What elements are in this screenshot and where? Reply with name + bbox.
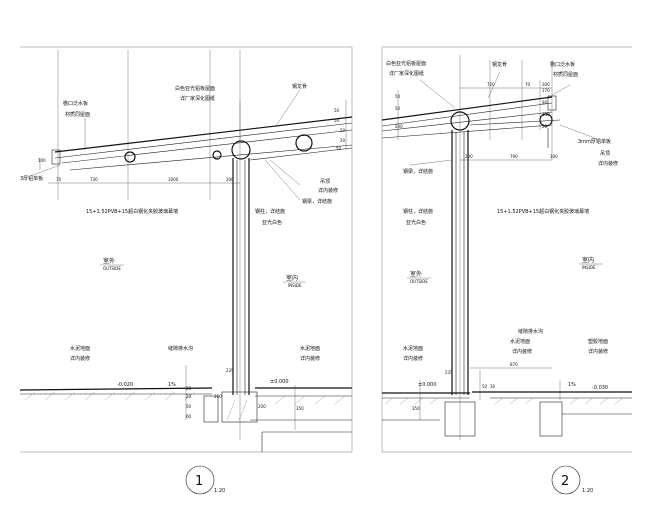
d2-dim-16: 50 [482, 384, 488, 389]
d1-inside-en: INSIDE [288, 283, 302, 288]
d2-floor-left-label: 水泥地面 [403, 345, 423, 352]
d1-aluminum-label: 3厚铝单板 [20, 175, 43, 182]
d1-keel-label: 钢龙骨 [292, 83, 307, 90]
d1-dim-4: 200 [226, 177, 234, 182]
d2-slope: 1% [568, 382, 576, 388]
d1-floor-left-label: 水泥地面 [70, 345, 90, 352]
d1-roof-label: 白色亚光铝板屋面 [175, 85, 215, 92]
d2-dim-2: 300 [542, 82, 550, 87]
d2-fascia-label: 檐口泛水板 [550, 61, 575, 68]
d2-roof-label2: 详厂家深化图纸 [389, 70, 424, 77]
d1-dim-0: 100 [38, 158, 46, 163]
d2-dim-17: 30 [490, 384, 496, 389]
d1-dim-10: 200 [214, 394, 222, 399]
d1-roof-label2: 详厂家深化图纸 [180, 95, 215, 102]
d1-dim-12: 20 [186, 386, 192, 391]
d2-dim-11: 140 [542, 112, 550, 117]
d2-aluminum-label: 3mm厚铝单板 [578, 138, 611, 145]
d2-column-label: 钢柱，详结施 [403, 208, 433, 215]
d1-ceiling-label: 吊顶 [320, 179, 330, 185]
d1-dim-6: 50 [334, 118, 340, 123]
d2-dim-10: 80 [542, 100, 548, 105]
d2-level-left: ±0.000 [418, 382, 437, 388]
d2-dim-12: 20 [542, 124, 548, 129]
d2-column-label2: 亚光白色 [406, 219, 426, 226]
d1-level-right: ±0.000 [270, 379, 289, 385]
d2-level-right: -0.030 [592, 385, 608, 391]
d1-dim-16: 50 [186, 404, 192, 409]
d1-dim-15: 20 [186, 394, 192, 399]
d1-column-label2: 亚光白色 [262, 219, 282, 226]
d2-outside-en: OUTSIDE [410, 279, 428, 284]
d1-drain-label: 缝隙排水沟 [168, 345, 193, 352]
d1-inside-label: 室内 [286, 274, 298, 282]
d1-fascia-mat-label: 材质同屋面 [65, 111, 90, 118]
detail-2: 白色亚光铝板屋面 详厂家深化图纸 钢龙骨 檐口泛水板 材质同屋面 3mm厚铝单板… [381, 55, 632, 495]
d1-dim-11: 200 [258, 404, 266, 409]
d1-beam-label: 钢梁，详结施 [302, 198, 332, 205]
d1-floor-right-label: 水泥地面 [300, 345, 320, 352]
d1-ceiling-label2: 详内装修 [318, 187, 338, 194]
d1-dim-7: 50 [340, 128, 346, 133]
d1-glass-label: 15+1.52PVB+15超白钢化夹胶玻璃幕墙 [86, 208, 178, 215]
d1-dim-8: 20 [340, 138, 346, 143]
d1-dim-5: 50 [334, 108, 340, 113]
d2-floor-left-label2: 详内装修 [403, 355, 423, 362]
d1-callout-circle [185, 465, 215, 495]
d2-scale: 1:20 [582, 488, 593, 494]
d2-dim-1: 70 [525, 82, 531, 87]
d2-inside-label: 室内 [582, 256, 594, 264]
d1-outside-en: OUTSIDE [103, 266, 121, 271]
d1-dim-13: 235 [226, 368, 234, 373]
d1-slope: 1% [168, 382, 176, 388]
sheet-frame [20, 46, 632, 453]
d1-dim-3: 1000 [168, 177, 179, 182]
d2-floor-mid-label2: 详内装修 [512, 348, 532, 355]
d2-roof-label: 白色亚光铝板屋面 [386, 60, 426, 67]
d2-keel-label: 钢龙骨 [492, 61, 507, 68]
d1-dim-17: 60 [186, 414, 192, 419]
d1-dim-14: 350 [296, 406, 304, 411]
d1-dim-9: 50 [336, 146, 342, 151]
d1-column-label: 钢柱，详结施 [255, 208, 285, 215]
d2-dim-8: 100 [550, 154, 558, 159]
d1-floor-right-label2: 详内装修 [300, 355, 320, 362]
d1-fascia-label: 檐口泛水板 [63, 100, 88, 107]
d2-ceiling-label: 吊顶 [600, 151, 610, 157]
d1-number: 1 [195, 474, 203, 489]
d2-floor-mid-label: 水泥地面 [510, 338, 530, 345]
d2-dim-15: 350 [412, 406, 420, 411]
d2-floor-right-label2: 详内装修 [588, 348, 608, 355]
d2-ceiling-label2: 详内装修 [598, 160, 618, 167]
d2-dim-7: 790 [510, 154, 518, 159]
d2-beam-label: 钢梁，详结施 [403, 168, 433, 175]
d2-dim-3: 50 [395, 94, 401, 99]
d1-floor-left-label2: 详内装修 [70, 355, 90, 362]
d2-floor-right-label: 塑胶地面 [588, 338, 608, 345]
d1-dim-2: 730 [90, 177, 98, 182]
d1-level-left: -0.020 [117, 382, 133, 388]
d2-dim-5: 200 [395, 124, 403, 129]
d2-dim-0: 720 [487, 82, 495, 87]
d2-dim-6: 200 [465, 154, 473, 159]
d2-fascia-mat-label: 材质同屋面 [553, 71, 578, 78]
d1-outside-label: 室外 [103, 257, 115, 265]
d2-inside-en: INSIDE [582, 265, 596, 270]
d2-dim-13: 870 [510, 362, 518, 367]
d2-number: 2 [561, 474, 569, 489]
d2-glass-label: 15+1.52PVB+15超白钢化夹胶玻璃幕墙 [497, 208, 589, 215]
d1-dim-1: 70 [56, 177, 62, 182]
d2-dim-4: 50 [395, 106, 401, 111]
d2-drain-label: 缝隙排水沟 [518, 328, 543, 335]
detail-1: 檐口泛水板 材质同屋面 白色亚光铝板屋面 详厂家深化图纸 钢龙骨 3厚铝单板 吊… [19, 50, 353, 495]
d2-dim-9: 170 [542, 88, 550, 93]
d1-scale: 1:20 [214, 488, 225, 494]
d2-dim-14: 235 [445, 370, 453, 375]
d2-callout-circle [551, 465, 581, 495]
d2-outside-label: 室外 [410, 270, 422, 278]
